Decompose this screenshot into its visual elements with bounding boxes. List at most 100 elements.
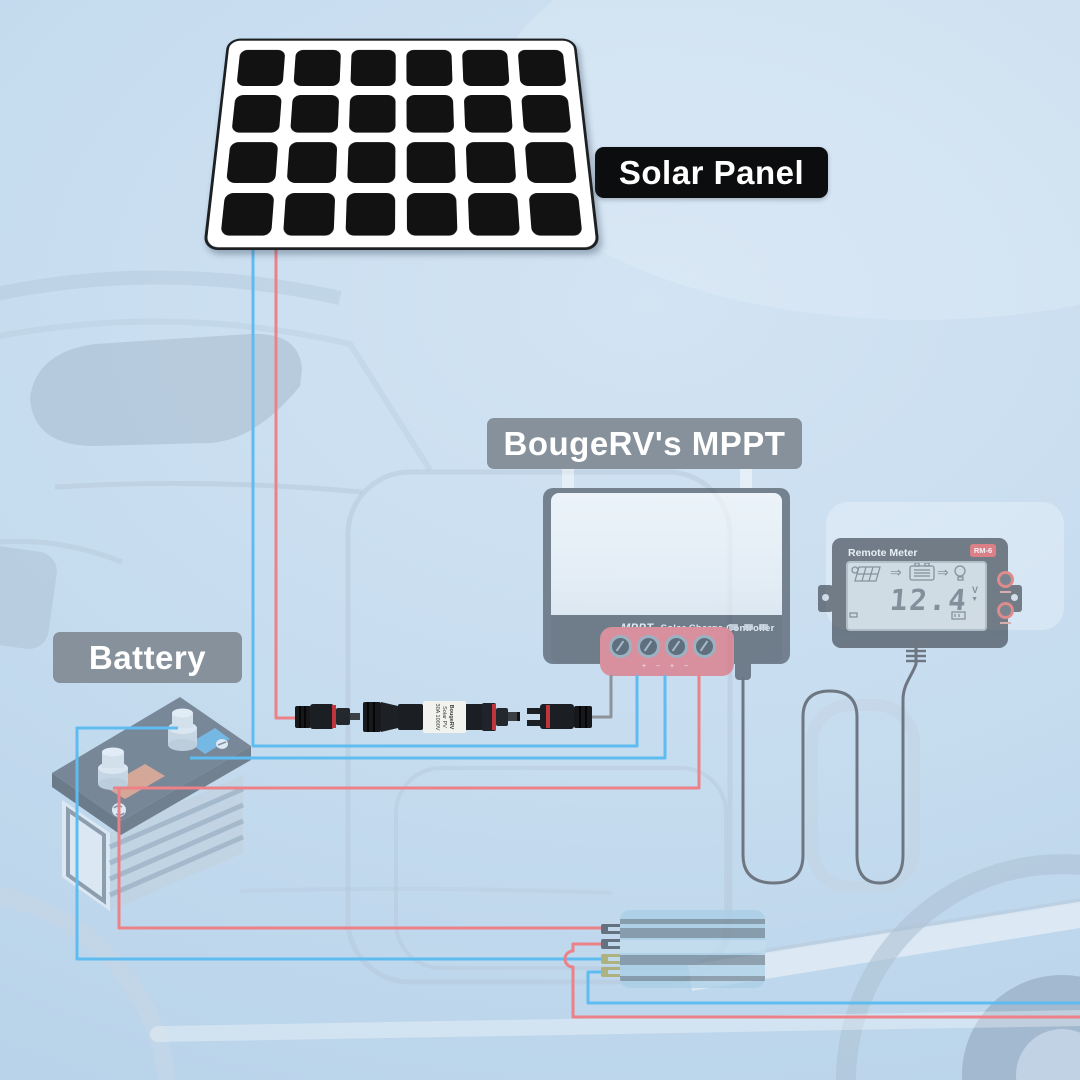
input-pin-positive-1 (601, 924, 620, 934)
mc4-connector-right (527, 704, 592, 729)
body-crease-left (54, 480, 363, 495)
wire-pv-positive-to-fuse (274, 244, 296, 720)
terminal-bat-positive (693, 635, 716, 658)
solar-cell (226, 142, 279, 183)
mid-line (239, 886, 613, 895)
inverter-box (601, 910, 765, 988)
solar-cell (517, 49, 567, 86)
battery-icon (909, 565, 935, 581)
solar-cell (350, 49, 397, 86)
solar-cell (290, 94, 339, 133)
battery-label: Battery (53, 632, 242, 683)
screw-hole-icon (1011, 594, 1018, 601)
solar-panel-label: Solar Panel (595, 147, 828, 198)
solar-cell (220, 192, 275, 236)
terminal-polarity-marks: + − + − (641, 663, 693, 670)
input-pin-negative-2 (601, 967, 620, 977)
battery-terminal-positive (98, 747, 128, 790)
inverter-stripe (620, 919, 765, 924)
red-seal-ring (492, 704, 496, 730)
mppt-terminal-block: + − + − (600, 627, 734, 676)
solar-cell (407, 192, 458, 236)
fuse-label (423, 701, 466, 733)
select-button-label (1000, 591, 1011, 593)
solar-panel (203, 38, 600, 250)
a-pillar-line (0, 318, 433, 472)
battery-illustration (52, 697, 251, 911)
meter-ear-left (818, 585, 833, 612)
solar-cell (286, 142, 337, 183)
hood-line (0, 538, 123, 565)
cab-window (30, 333, 302, 446)
solar-cell (464, 94, 513, 133)
mppt-front-face (551, 493, 782, 617)
battery-terminal-nub (924, 563, 930, 567)
roof-line (0, 270, 342, 305)
solar-cell (406, 49, 453, 86)
fuse-holder: BougeRV Solar PV 30A 1000V (363, 701, 520, 733)
solar-cell (468, 192, 521, 236)
battery-terminal-nub (914, 563, 920, 567)
remote-meter: Remote Meter RM-6 (818, 538, 1022, 668)
inverter-shell (620, 910, 765, 988)
input-pin-negative-1 (601, 954, 620, 964)
flow-arrow-icon: ⇒ (890, 564, 902, 580)
solar-cell (524, 142, 577, 183)
lcd-mode-mark (849, 612, 858, 618)
meter-lcd: ⇒ ⇒ 12.4 V ▼ (846, 561, 987, 631)
voltage-unit: V (971, 585, 978, 595)
input-pin-positive-2 (601, 939, 620, 949)
fuse-label-type: Solar PV (441, 706, 447, 728)
inline-fuse-assembly: BougeRV Solar PV 30A 1000V (295, 701, 592, 733)
meter-body: Remote Meter RM-6 (832, 538, 1014, 648)
inverter-highlight (620, 940, 765, 953)
status-indicator-icon (759, 624, 768, 630)
screw-hole-icon (822, 594, 829, 601)
red-seal-ring (332, 705, 336, 728)
right-wheel-hub (1016, 1029, 1080, 1080)
bulb-icon (954, 565, 966, 577)
down-arrow-icon: ▼ (971, 596, 978, 603)
terminal-bat-negative (665, 635, 688, 658)
mppt-label: BougeRV's MPPT (487, 418, 802, 469)
side-window (0, 544, 57, 649)
enter-button-label (1000, 622, 1011, 624)
solar-cell (407, 142, 457, 183)
solar-cell (231, 94, 282, 133)
red-seal-ring (546, 705, 550, 728)
solar-cell (282, 192, 335, 236)
fuse-label-rating: 30A 1000V (434, 704, 440, 731)
inverter-stripe (620, 976, 765, 981)
solar-panel-icon (854, 566, 881, 582)
solar-cell (293, 49, 341, 86)
mppt-comm-port (735, 663, 751, 680)
solar-cell (406, 94, 455, 133)
battery-terminal-negative (168, 708, 197, 751)
enter-button[interactable] (997, 602, 1014, 619)
inverter-stripe (620, 928, 765, 938)
solar-cell (466, 142, 517, 183)
terminal-pv-positive (609, 635, 632, 658)
solar-cell (462, 49, 510, 86)
flow-arrow-icon: ⇒ (937, 564, 949, 580)
pv-indicator-icon (729, 624, 738, 630)
solar-cell (521, 94, 572, 133)
sill-band (150, 1009, 1080, 1043)
mc4-connector-left (295, 704, 360, 729)
solar-cell (528, 192, 583, 236)
bulb-base (957, 576, 964, 581)
fuse-label-brand: BougeRV (448, 705, 454, 730)
right-wheel-arch (836, 854, 1080, 1080)
mppt-indicator-icons (729, 624, 768, 630)
solar-cell (348, 94, 397, 133)
lcd-graphics: ⇒ ⇒ (849, 563, 966, 620)
meter-title: Remote Meter (848, 547, 918, 559)
lcd-battery-gauge (951, 611, 966, 620)
solar-cell (345, 192, 396, 236)
rear-door-window (806, 699, 920, 893)
voltage-reading: 12.4 (888, 583, 970, 617)
inverter-stripe (620, 955, 765, 965)
solar-cell (236, 49, 286, 86)
select-button[interactable] (997, 571, 1014, 588)
